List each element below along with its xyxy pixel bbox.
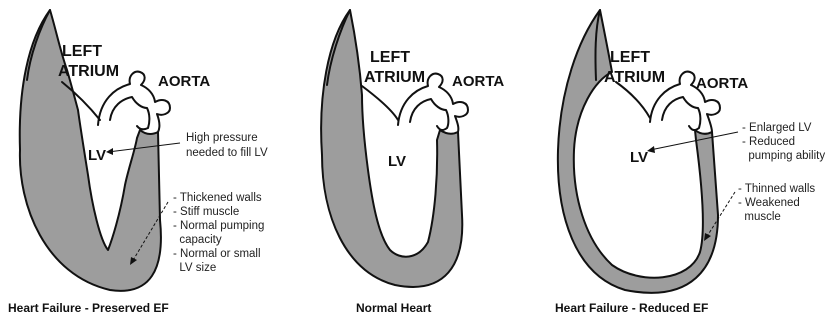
preserved-walls-text-line6: LV size (173, 262, 216, 274)
preserved-atrium-label-line1: LEFT (62, 43, 102, 60)
reduced-lv-label: LV (630, 149, 648, 166)
preserved-walls-text-line2: - Stiff muscle (173, 206, 239, 218)
reduced-atrium-label-line1: LEFT (610, 49, 650, 66)
preserved-walls-text-line1: - Thickened walls (173, 192, 262, 204)
preserved-pressure-text-line2: needed to fill LV (186, 147, 268, 159)
reduced-aorta-label: AORTA (696, 75, 748, 92)
reduced-walls-text-line3: muscle (738, 211, 781, 223)
reduced-chamber-text-line1: - Enlarged LV (742, 122, 812, 134)
panel-preserved-ef: LEFT ATRIUM AORTA LV High pressure neede… (8, 10, 268, 315)
reduced-chamber-pointer (650, 132, 738, 150)
preserved-lv-label: LV (88, 147, 106, 164)
reduced-walls-text-line1: - Thinned walls (738, 183, 815, 195)
preserved-pressure-text-line1: High pressure (186, 132, 258, 144)
preserved-walls-text-line3: - Normal pumping (173, 220, 264, 232)
reduced-caption: Heart Failure - Reduced EF (555, 301, 708, 315)
preserved-caption: Heart Failure - Preserved EF (8, 301, 169, 315)
normal-caption: Normal Heart (356, 301, 431, 315)
reduced-chamber-text-line2: - Reduced (742, 136, 795, 148)
normal-atrium-label-line2: ATRIUM (364, 69, 425, 86)
preserved-atrium-label-line2: ATRIUM (58, 63, 119, 80)
normal-atrium-label-line1: LEFT (370, 49, 410, 66)
normal-aorta-label: AORTA (452, 73, 504, 90)
preserved-walls-text-line4: capacity (173, 234, 222, 246)
panel-reduced-ef: LEFT ATRIUM AORTA LV - Enlarged LV - Red… (555, 10, 825, 315)
reduced-chamber-text-line3: pumping ability (742, 150, 825, 162)
normal-lv-label: LV (388, 153, 406, 170)
preserved-pressure-arrowhead (106, 148, 113, 155)
preserved-aorta-label: AORTA (158, 73, 210, 90)
panel-normal: LEFT ATRIUM AORTA LV Normal Heart (321, 10, 504, 315)
reduced-walls-text-line2: - Weakened (738, 197, 800, 209)
reduced-atrium-label-line2: ATRIUM (604, 69, 665, 86)
reduced-chamber-arrowhead (647, 146, 655, 153)
preserved-walls-text-line5: - Normal or small (173, 248, 261, 260)
